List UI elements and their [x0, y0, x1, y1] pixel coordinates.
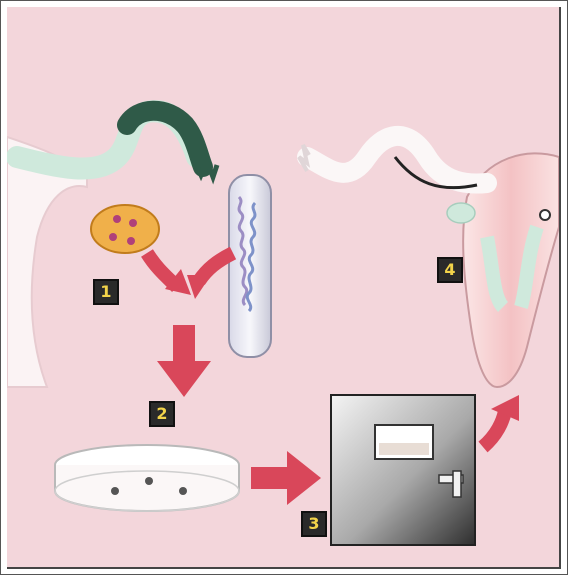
petri-dish-icon [55, 445, 239, 511]
arrow-dish-to-incubator [251, 451, 321, 505]
arrow-ovary-to-mix [147, 253, 191, 295]
step-2-badge: 2 [149, 401, 175, 427]
right-ovary [447, 203, 475, 223]
right-fallopian-tube [299, 136, 487, 188]
arrow-down-to-dish [157, 325, 211, 397]
sperm-test-tube-icon [229, 175, 271, 357]
step-4-badge: 4 [437, 257, 463, 283]
ovary-with-eggs-icon [91, 205, 159, 253]
ivf-diagram [7, 7, 559, 567]
incubator-icon [331, 395, 475, 545]
arrow-incubator-to-uterus [483, 395, 519, 447]
left-fallopian-tube [17, 111, 217, 177]
step-1-badge: 1 [93, 279, 119, 305]
arrow-tube-to-mix [187, 253, 233, 299]
step-3-badge: 3 [301, 511, 327, 537]
ivf-diagram-panel: 1 2 3 4 [7, 7, 561, 569]
